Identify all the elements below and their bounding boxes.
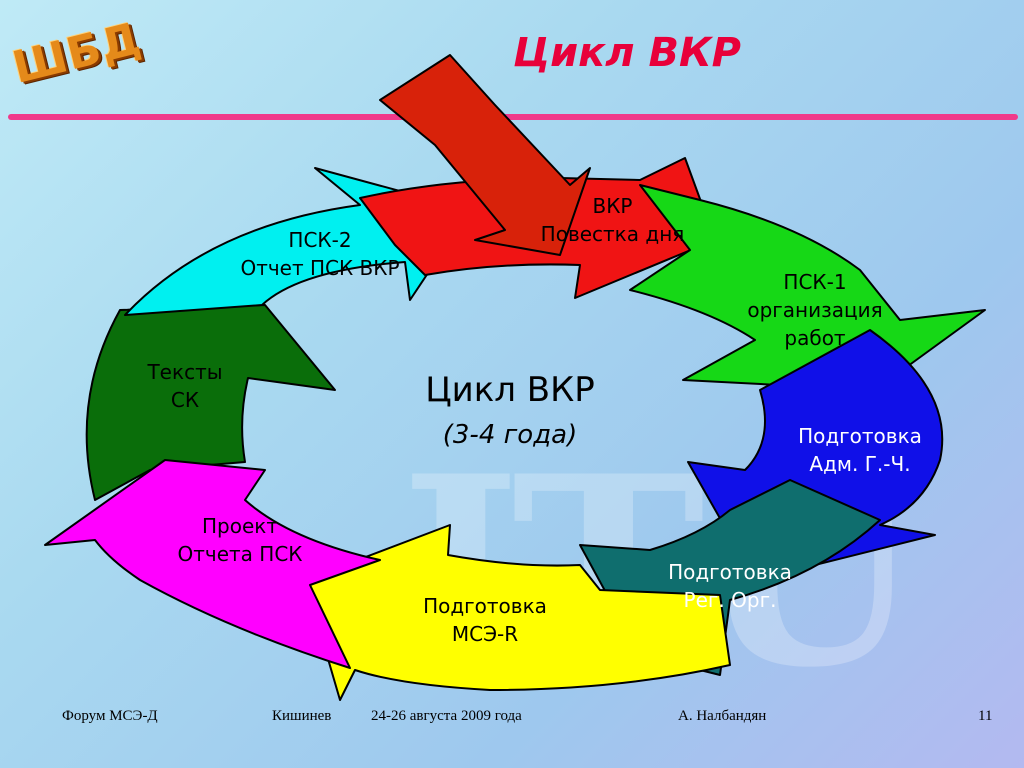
label-psk1-line2: организация <box>747 298 883 322</box>
label-psk2-line1: ПСК-2 <box>288 228 352 252</box>
label-mse-line2: МСЭ-R <box>451 622 519 646</box>
footer-dates: 24-26 августа 2009 года <box>371 708 522 724</box>
label-mse-line1: Подготовка <box>423 594 547 618</box>
label-adm: Подготовка Адм. Г.-Ч. <box>760 422 960 478</box>
label-proj-line1: Проект <box>201 514 278 538</box>
footer-forum: Форум МСЭ-Д <box>62 708 158 724</box>
label-psk1: ПСК-1 организация работ <box>715 268 915 352</box>
label-proj: Проект Отчета ПСК <box>140 512 340 568</box>
segment-mse <box>304 524 731 701</box>
label-reg-line1: Подготовка <box>668 560 792 584</box>
footer-page-number: 11 <box>978 708 993 724</box>
center-title: Цикл ВКР <box>425 370 595 410</box>
footer-city: Кишинев <box>272 708 332 724</box>
label-psk1-line1: ПСК-1 <box>783 270 847 294</box>
segment-psk1 <box>629 184 986 391</box>
label-reg-line2: Рег. Орг. <box>683 588 777 612</box>
segment-proj <box>44 459 381 669</box>
label-vkr-line1: ВКР <box>592 194 633 218</box>
center-subtitle: (3-4 года) <box>442 420 578 450</box>
label-psk2: ПСК-2 Отчет ПСК ВКР <box>195 226 445 282</box>
slide-title: Цикл ВКР <box>512 30 741 76</box>
label-adm-line2: Адм. Г.-Ч. <box>809 452 911 476</box>
label-sk: Тексты СК <box>110 358 260 414</box>
label-sk-line1: Тексты <box>147 360 223 384</box>
segment-sk <box>85 304 336 501</box>
label-vkr-line2: Повестка дня <box>540 222 685 246</box>
label-psk1-line3: работ <box>784 326 846 350</box>
label-proj-line2: Отчета ПСК <box>177 542 303 566</box>
label-psk2-line2: Отчет ПСК ВКР <box>240 256 400 280</box>
label-sk-line2: СК <box>170 388 200 412</box>
title-divider <box>8 114 1018 120</box>
label-reg: Подготовка Рег. Орг. <box>630 558 830 614</box>
entry-arrow <box>379 54 591 256</box>
label-vkr: ВКР Повестка дня <box>505 192 720 248</box>
label-mse: Подготовка МСЭ-R <box>385 592 585 648</box>
label-adm-line1: Подготовка <box>798 424 922 448</box>
footer-author: А. Налбандян <box>678 708 767 724</box>
